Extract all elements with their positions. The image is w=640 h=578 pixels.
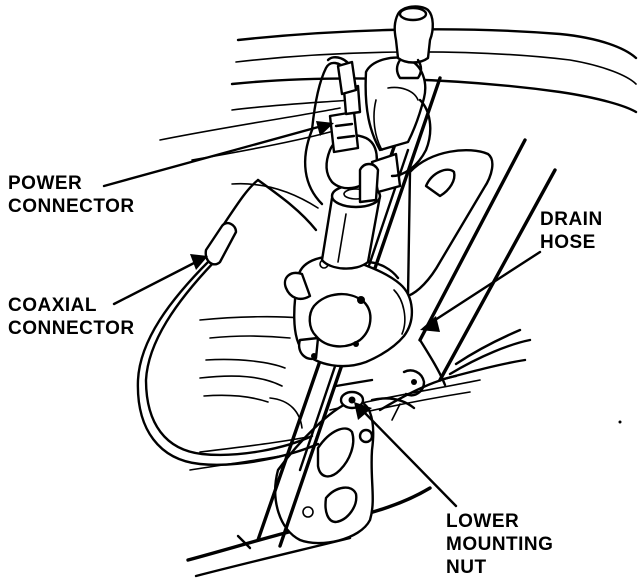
power-connector-assembly	[310, 56, 402, 204]
lower-mounting-nut-label-line3: NUT	[446, 557, 487, 578]
coaxial-connector-label: COAXIAL CONNECTOR	[8, 294, 135, 340]
coaxial-connector-arrowhead	[190, 254, 208, 270]
antenna-top-nut	[364, 5, 434, 178]
lower-bracket	[274, 399, 375, 545]
lower-mounting-nut-label: LOWER MOUNTING NUT	[446, 510, 553, 578]
power-connector-label: POWER CONNECTOR	[8, 172, 135, 218]
coaxial-connector-label-line2: CONNECTOR	[8, 318, 135, 339]
drain-hose-label: DRAIN HOSE	[540, 208, 603, 254]
drain-hose-label-line1: DRAIN	[540, 209, 603, 230]
coaxial-cable	[136, 178, 320, 466]
lower-mounting-nut-arrowhead	[354, 402, 372, 420]
power-connector-leader	[102, 124, 324, 188]
coaxial-connector-leader	[112, 260, 198, 306]
lower-mounting-nut-label-line2: MOUNTING	[446, 534, 554, 555]
lower-mounting-nut-leader	[360, 408, 458, 508]
coaxial-connector-label-line1: COAXIAL	[8, 295, 97, 316]
drain-hose-label-line2: HOSE	[540, 232, 596, 253]
drain-hose-leader	[430, 250, 542, 324]
drain-hose-arrowhead	[420, 316, 440, 332]
leader-arrows	[102, 121, 542, 508]
power-connector-arrowhead	[316, 121, 334, 136]
power-connector-label-line1: POWER	[8, 173, 83, 194]
power-connector-label-line2: CONNECTOR	[8, 196, 135, 217]
power-cable	[231, 128, 324, 209]
antenna-motor-housing	[283, 255, 413, 368]
lower-mounting-nut-label-line1: LOWER	[446, 511, 520, 532]
print-speck	[618, 420, 622, 424]
